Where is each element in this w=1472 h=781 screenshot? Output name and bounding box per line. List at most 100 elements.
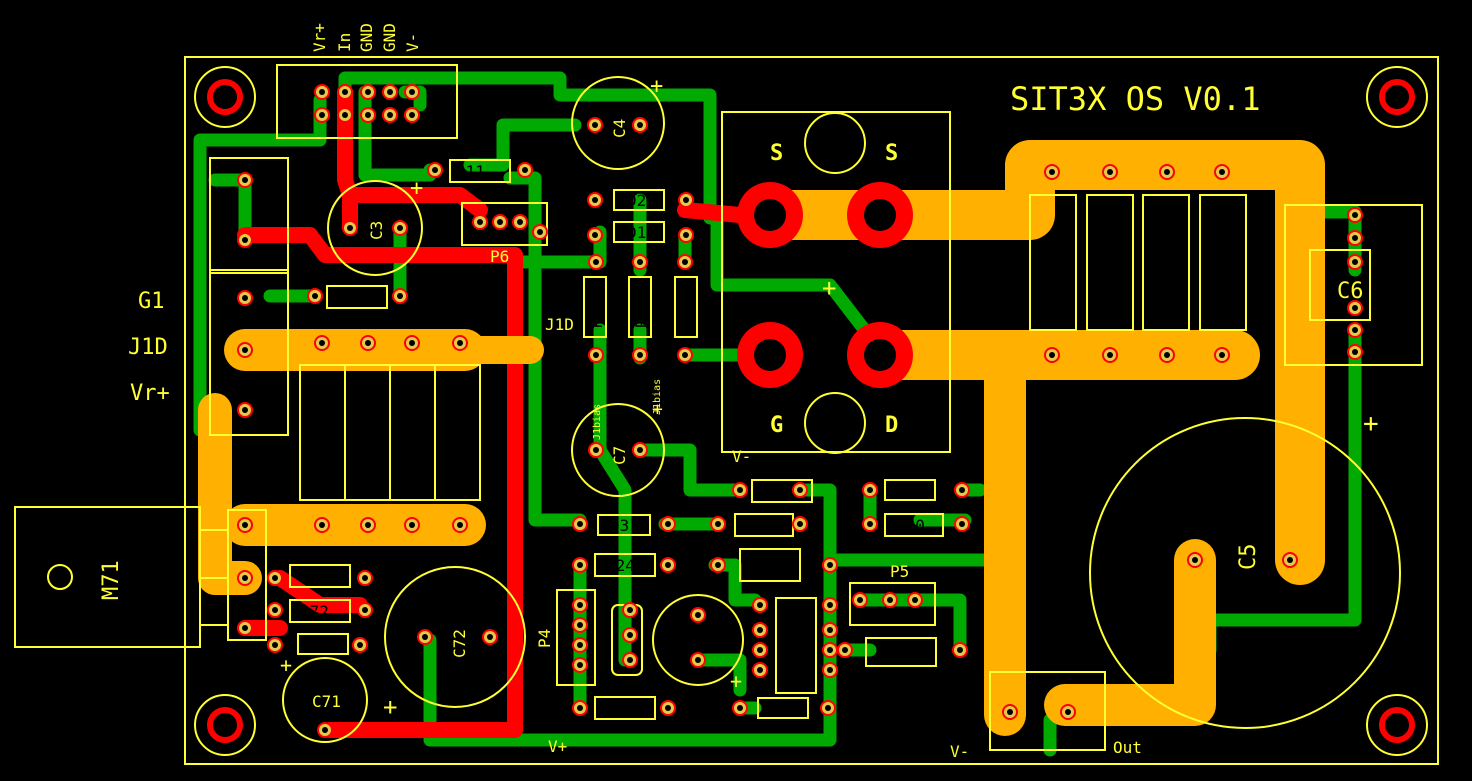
label-c71: C71 [312, 692, 341, 711]
label-r17: R17 [337, 288, 366, 307]
pad-hole [1219, 352, 1225, 358]
label-c72: C72 [450, 629, 469, 658]
pad-hole [867, 521, 873, 527]
pad-hole [593, 352, 599, 358]
p6-outline [461, 202, 548, 246]
c72-outline [384, 566, 526, 708]
r-array-3 [1142, 194, 1190, 331]
pad-hole [242, 347, 248, 353]
pad-hole [959, 521, 965, 527]
pad-hole [312, 293, 318, 299]
polarity-c71: + [280, 653, 292, 677]
pad-hole [627, 657, 633, 663]
label-v-plus: V+ [548, 737, 567, 756]
pad-hole [242, 407, 248, 413]
pad-hole [387, 89, 393, 95]
pad-hole [497, 219, 503, 225]
pad-hole [242, 522, 248, 528]
label-r23: R23 [606, 699, 635, 718]
pad-hole [347, 225, 353, 231]
pad-hole [1192, 557, 1198, 563]
polarity-c72: + [383, 693, 397, 721]
pad-hole [827, 602, 833, 608]
pad-hole [242, 177, 248, 183]
pad-hole [757, 627, 763, 633]
fet-label-g: G [770, 413, 783, 438]
label-vr-plus: Vr+ [130, 381, 170, 406]
pad-hole [627, 607, 633, 613]
pad-hole [319, 522, 325, 528]
pad-hole [362, 607, 368, 613]
label-r19: R19 [745, 516, 774, 535]
label-r20: R20 [896, 516, 925, 535]
label-d5: D5 [771, 699, 790, 718]
polarity-c4: + [650, 74, 663, 99]
label-d4: D4 [898, 481, 917, 500]
pad-hole [592, 197, 598, 203]
pad-hole [522, 167, 528, 173]
label-r72: R72 [300, 602, 329, 621]
label-v-minus-1: V- [732, 447, 751, 466]
pad-hole [577, 622, 583, 628]
pad-hole [1107, 352, 1113, 358]
pad-hole [887, 597, 893, 603]
pad-hole [365, 89, 371, 95]
pad-hole [1049, 352, 1055, 358]
pad-hole [959, 487, 965, 493]
pad-hole [665, 521, 671, 527]
pad-hole [477, 219, 483, 225]
pad-hole [637, 122, 643, 128]
label-j1d-small: J1D [545, 315, 574, 334]
pad-hole [715, 562, 721, 568]
pin-label-in: In [335, 33, 354, 52]
label-r71: R71 [300, 567, 329, 586]
pad-hole [365, 522, 371, 528]
r-array-4 [1199, 194, 1247, 331]
pad-hole [242, 625, 248, 631]
pin-label-vr-plus: Vr+ [310, 23, 329, 52]
pad-hole [665, 705, 671, 711]
j1d-outline [209, 269, 289, 436]
pad-hole [857, 597, 863, 603]
pad-hole [242, 295, 248, 301]
pad-hole [695, 612, 701, 618]
pad-hole [827, 562, 833, 568]
pad-hole [1007, 709, 1013, 715]
pad-hole [842, 647, 848, 653]
label-r11: R11 [456, 162, 485, 181]
pad-hole [1352, 327, 1358, 333]
c3-outline [327, 180, 423, 276]
label-c4: C4 [610, 119, 629, 138]
polarity-c5: + [1363, 409, 1379, 439]
pad-hole [1352, 259, 1358, 265]
pad-hole [757, 602, 763, 608]
pad-hole [422, 634, 428, 640]
polarity-q: + [730, 669, 742, 693]
pad-hole [682, 259, 688, 265]
pad-hole [242, 575, 248, 581]
pad-hole [695, 657, 701, 663]
fet-label-s1: S [770, 141, 783, 166]
pad-hole [1164, 352, 1170, 358]
pad-hole [593, 447, 599, 453]
pad-hole [577, 642, 583, 648]
pad-hole [1352, 212, 1358, 218]
p4-outline [556, 589, 596, 686]
pad-hole [737, 705, 743, 711]
pad-hole [397, 225, 403, 231]
c71-outline [282, 657, 368, 743]
input-connector-outline [276, 64, 458, 139]
pad-hole [397, 293, 403, 299]
pad-hole [517, 219, 523, 225]
pad-hole [577, 602, 583, 608]
pad-hole [577, 521, 583, 527]
q-outline [652, 594, 744, 686]
pad-hole [457, 522, 463, 528]
label-d1: D1 [627, 223, 646, 242]
label-d71: D71 [308, 635, 337, 654]
label-j1d: J1D [128, 335, 168, 360]
pad-hole [757, 667, 763, 673]
pad-hole [1164, 169, 1170, 175]
